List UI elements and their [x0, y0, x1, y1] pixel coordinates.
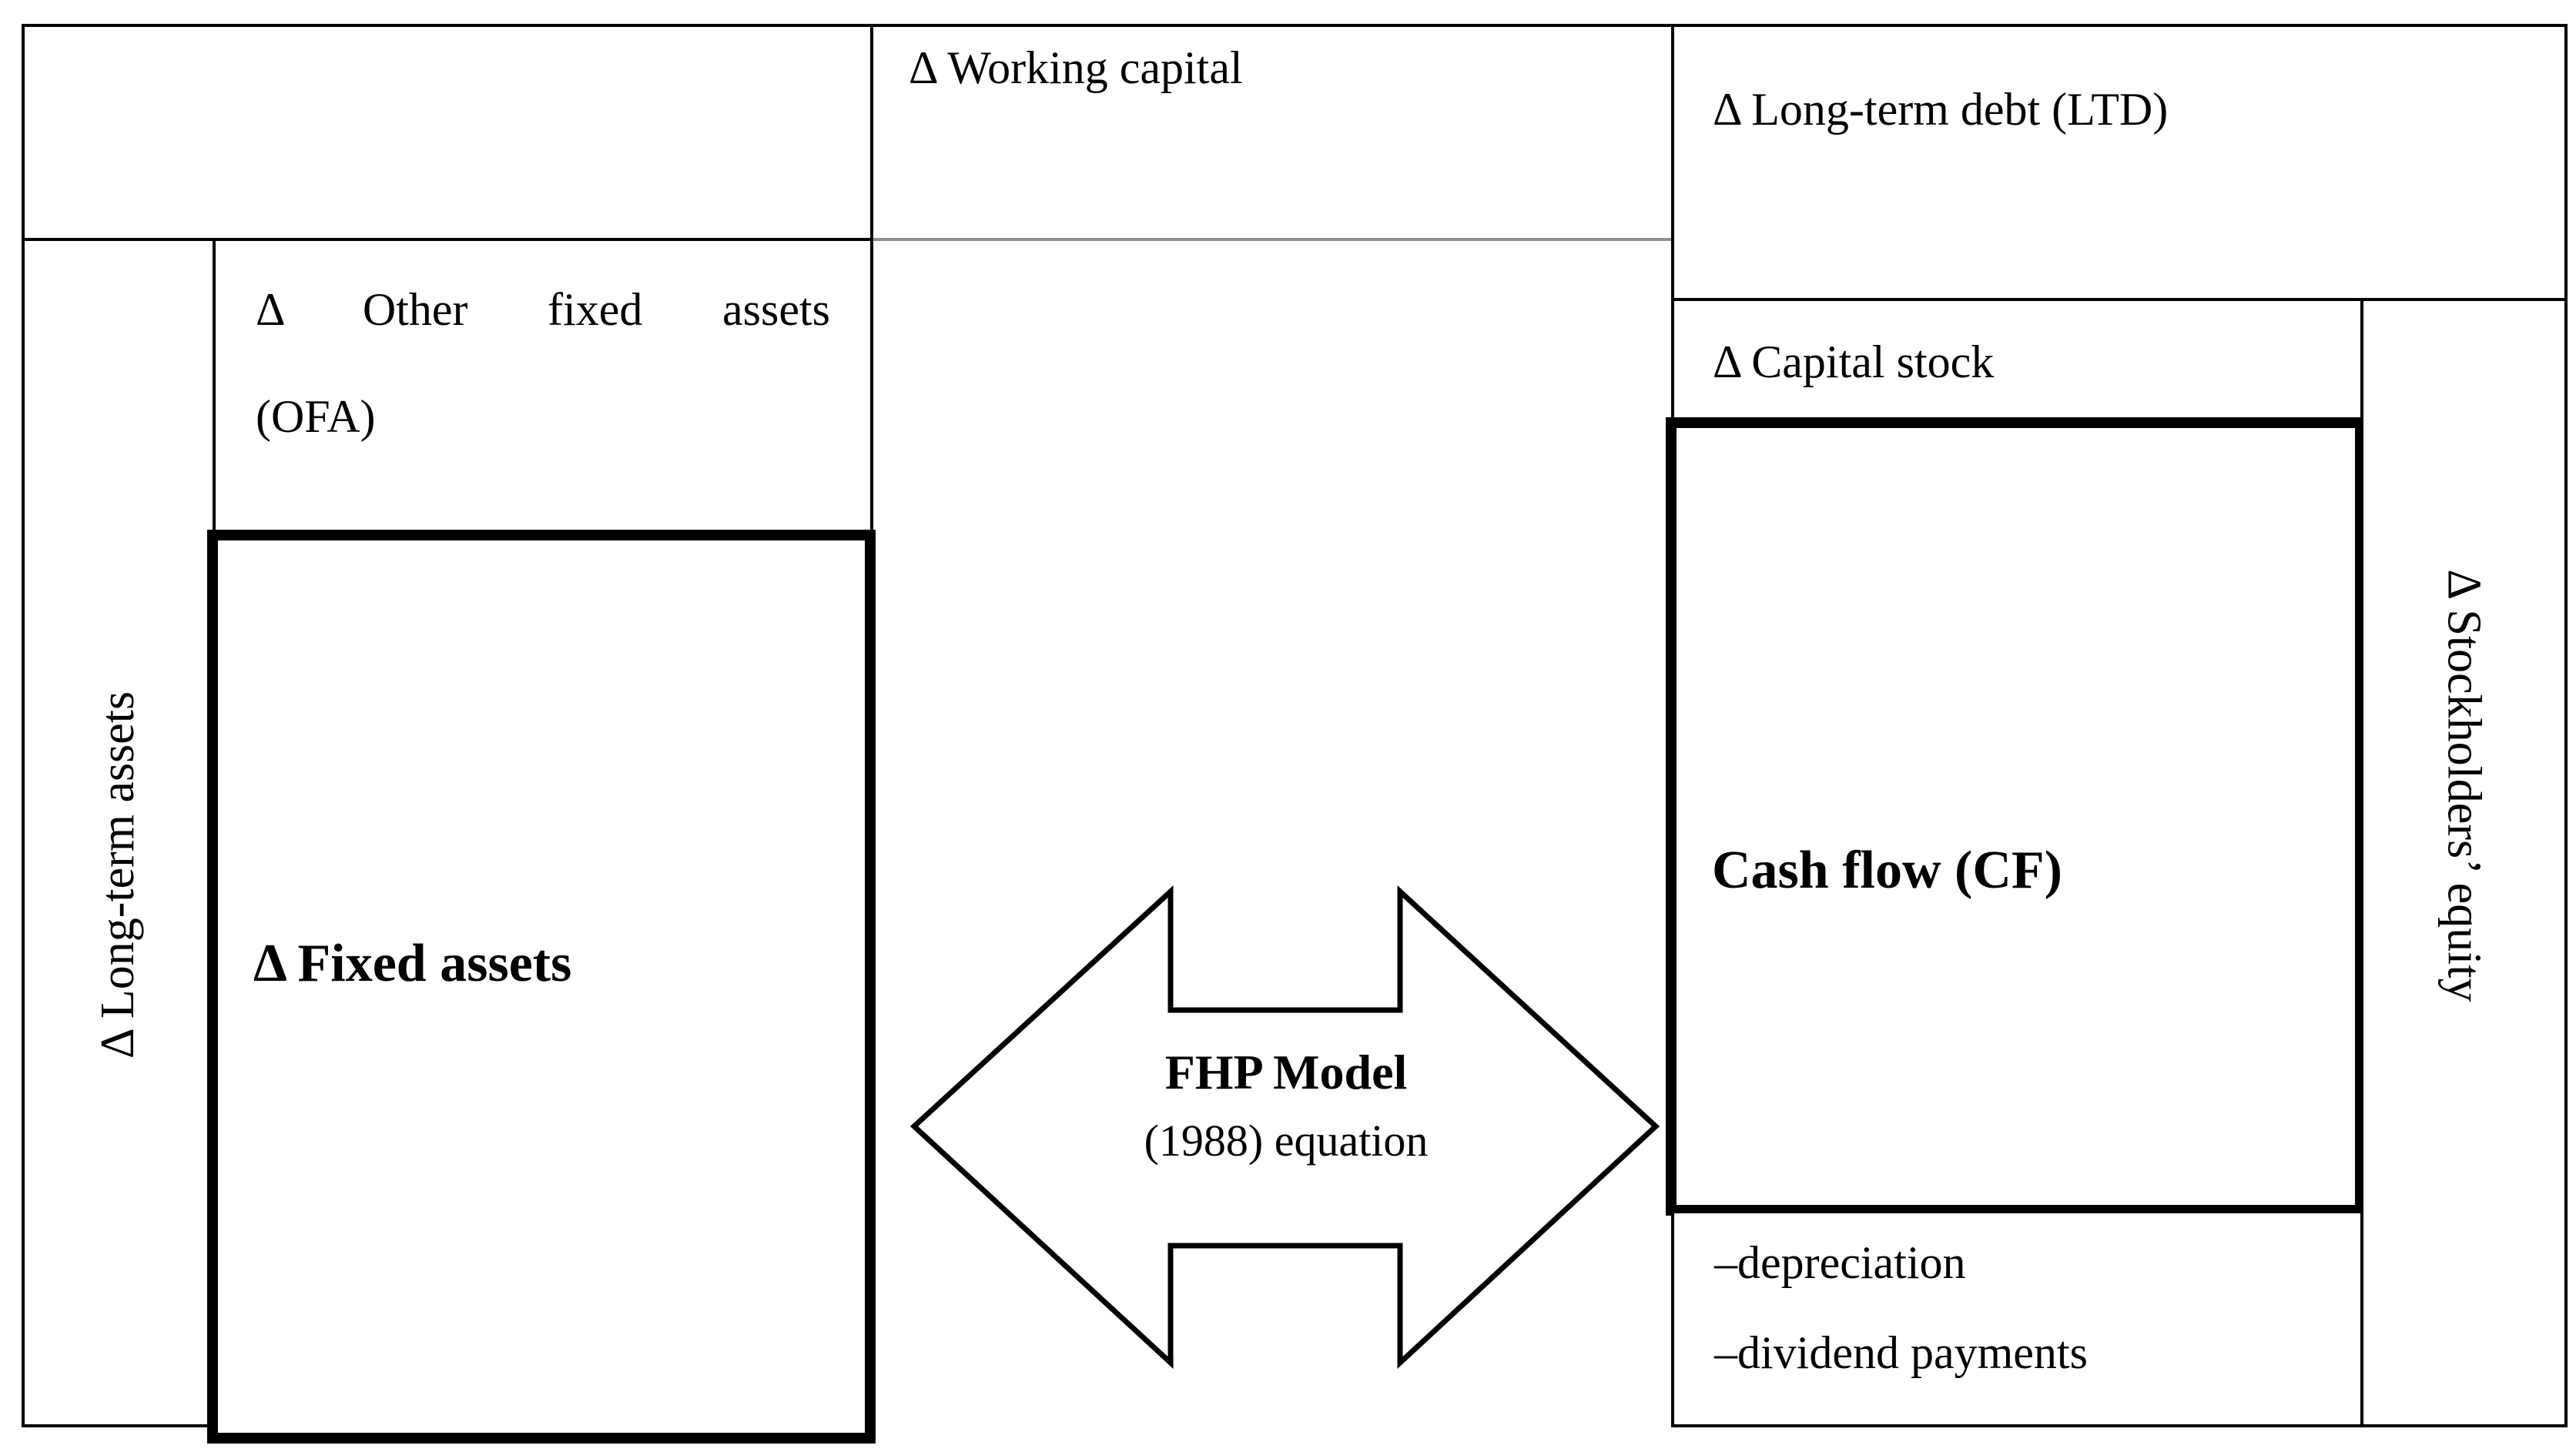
top-left-empty-cell	[22, 24, 873, 241]
working-capital-label: Δ Working capital	[909, 42, 1243, 93]
arrow-subtitle: (1988) equation	[1144, 1116, 1429, 1166]
arrow-title: FHP Model	[1164, 1045, 1408, 1099]
capital-stock-cell: Δ Capital stock	[1671, 298, 2363, 426]
deductions-cell: –depreciation –dividend payments	[1671, 1210, 2363, 1427]
cash-flow-label: Cash flow (CF)	[1712, 841, 2062, 900]
stockholders-equity-strip: Δ Stockholders’ equity	[2360, 298, 2568, 1427]
fixed-assets-label: Δ Fixed assets	[253, 934, 572, 993]
depreciation-label: –depreciation	[1714, 1237, 1966, 1288]
other-fixed-assets-cell: Δ Other fixed assets (OFA)	[213, 238, 873, 538]
fixed-assets-box: Δ Fixed assets	[207, 530, 876, 1444]
stockholders-equity-label: Δ Stockholders’ equity	[2438, 569, 2491, 1002]
other-fixed-assets-label-line1: Δ Other fixed assets	[256, 284, 830, 335]
working-capital-cell: Δ Working capital	[870, 24, 1674, 241]
long-term-debt-cell: Δ Long-term debt (LTD)	[1671, 24, 2568, 301]
cash-flow-box: Cash flow (CF)	[1666, 417, 2366, 1216]
dividend-payments-label: –dividend payments	[1714, 1327, 2088, 1378]
long-term-assets-label: Δ Long-term assets	[92, 691, 145, 1059]
long-term-debt-label: Δ Long-term debt (LTD)	[1713, 84, 2169, 135]
long-term-assets-strip: Δ Long-term assets	[22, 238, 216, 1427]
other-fixed-assets-label-line2: (OFA)	[256, 391, 376, 442]
capital-stock-label: Δ Capital stock	[1713, 336, 1995, 387]
